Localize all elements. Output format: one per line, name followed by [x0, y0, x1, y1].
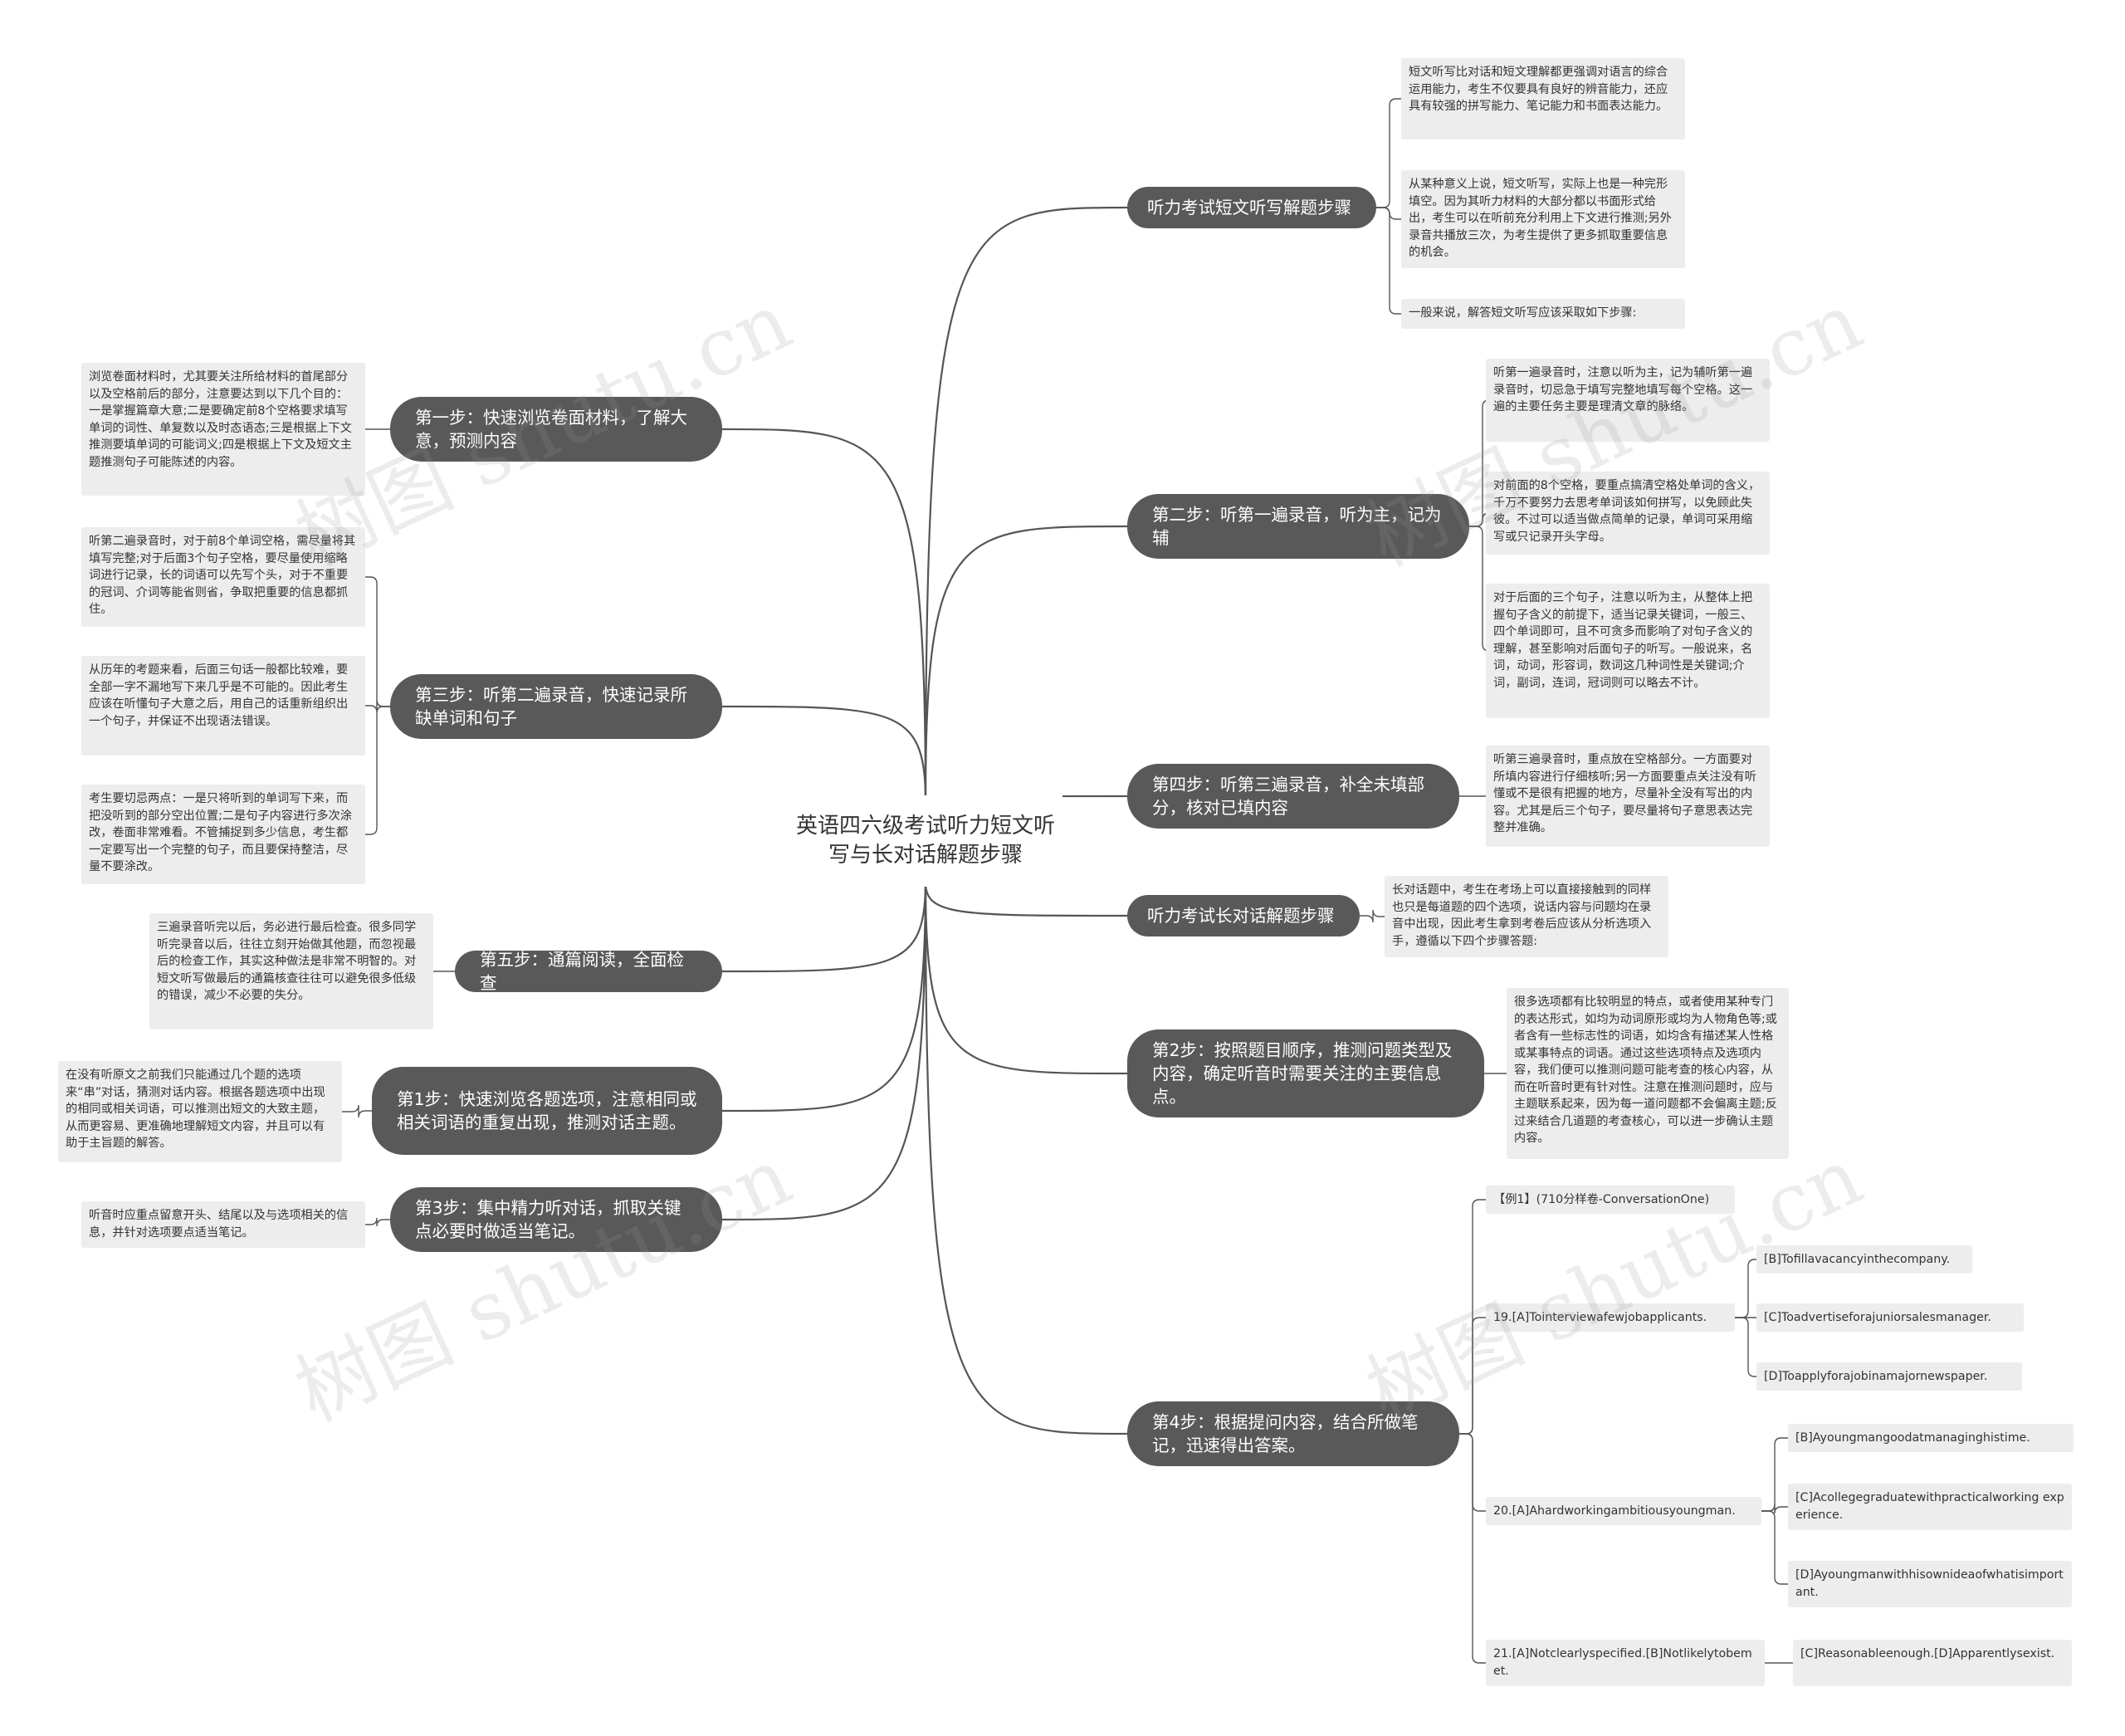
branch-label: 第三步：听第二遍录音，快速记录所缺单词和句子	[415, 685, 687, 728]
connector-line	[365, 706, 390, 835]
connector-line	[924, 882, 1128, 917]
connector-line	[1459, 1317, 1486, 1435]
note-step5-1: 三遍录音听完以后，务必进行最后检查。很多同学听完录音以后，往往立刻开始做其他题，…	[149, 913, 433, 1029]
connector-line	[1761, 1437, 1788, 1512]
connector-line	[342, 1104, 372, 1118]
connector-line	[1761, 1504, 1788, 1514]
connector-line	[1459, 1433, 1486, 1664]
note-dialog-step3-1: 听音时应重点留意开头、结尾以及与选项相关的信息，并针对选项要点适当笔记。	[81, 1201, 365, 1248]
note-short-passage-1: 短文听写比对话和短文理解都更强调对语言的综合运用能力，考生不仅要具有良好的辨音能…	[1401, 58, 1685, 139]
branch-step4[interactable]: 第四步：听第三遍录音，补全未填部分，核对已填内容	[1127, 764, 1459, 829]
branch-label: 听力考试短文听写解题步骤	[1147, 198, 1351, 218]
branch-label: 第1步：快速浏览各题选项，注意相同或相关词语的重复出现，推测对话主题。	[397, 1089, 697, 1132]
question-19-option: [C]Toadvertiseforajuniorsalesmanager.	[1756, 1303, 2024, 1332]
root-title: 英语四六级考试听力短文听写与长对话解题步骤	[795, 814, 1055, 868]
connector-line	[924, 525, 1128, 800]
branch-dialog-step2[interactable]: 第2步：按照题目顺序，推测问题类型及内容，确定听音时需要关注的主要信息点。	[1127, 1029, 1484, 1117]
connector-line	[924, 206, 1128, 800]
connector-line	[924, 882, 1128, 1075]
note-short-passage-3: 一般来说，解答短文听写应该采取如下步骤:	[1401, 299, 1685, 329]
question-20-option-a: 20.[A]Ahardworkingambitiousyoungman.	[1486, 1497, 1761, 1525]
question-20-option: [C]Acollegegraduatewithpracticalworking …	[1788, 1484, 2072, 1530]
note-step4-1: 听第三遍录音时，重点放在空格部分。一方面要对所填内容进行仔细核听;另一方面要重点…	[1486, 746, 1770, 847]
branch-dialog-step4[interactable]: 第4步：根据提问内容，结合所做笔记，迅速得出答案。	[1127, 1401, 1459, 1466]
question-21-option: [C]Reasonableenough.[D]Apparentlysexist.	[1793, 1640, 2072, 1686]
branch-label: 第4步：根据提问内容，结合所做笔记，迅速得出答案。	[1152, 1412, 1419, 1455]
branch-label: 第二步：听第一遍录音，听为主，记为辅	[1152, 505, 1442, 548]
connector-line	[924, 882, 1128, 1435]
connector-line	[1376, 98, 1401, 208]
question-19-option: [D]Toapplyforajobinamajornewspaper.	[1756, 1362, 2022, 1391]
connector-line	[1761, 1510, 1788, 1585]
branch-label: 第一步：快速浏览卷面材料，了解大意，预测内容	[415, 408, 687, 451]
note-dialog-step2-1: 很多选项都有比较明显的特点，或者使用某种专门的表达形式，如均为动词原形或均为人物…	[1507, 988, 1789, 1159]
note-short-passage-2: 从某种意义上说，短文听写，实际上也是一种完形填空。因为其听力材料的大部分都以书面…	[1401, 170, 1685, 268]
connector-line	[721, 428, 927, 800]
connector-line	[1735, 1317, 1756, 1377]
branch-label: 第2步：按照题目顺序，推测问题类型及内容，确定听音时需要关注的主要信息点。	[1152, 1040, 1453, 1107]
connector-line	[365, 1217, 390, 1227]
connector-line	[1360, 909, 1385, 923]
connector-line	[365, 576, 390, 707]
branch-long-dialog[interactable]: 听力考试长对话解题步骤	[1127, 895, 1360, 936]
note-step2-2: 对前面的8个空格，要重点搞清空格处单词的含义，千万不要努力去思考单词该如何拼写，…	[1486, 472, 1770, 555]
connector-line	[721, 882, 927, 1113]
branch-step2[interactable]: 第二步：听第一遍录音，听为主，记为辅	[1127, 494, 1469, 559]
question-21-option-ab: 21.[A]Notclearlyspecified.[B]Notlikelyto…	[1486, 1640, 1765, 1686]
connector-line	[365, 699, 390, 713]
question-19-option-a: 19.[A]Tointerviewafewjobapplicants.	[1486, 1303, 1735, 1332]
question-20-option: [B]Ayoungmangoodatmanaginghistime.	[1788, 1424, 2074, 1452]
connector-line	[721, 882, 927, 973]
question-20-option: [D]Ayoungmanwithhisownideaofwhatisimport…	[1788, 1561, 2072, 1607]
branch-step5[interactable]: 第五步：通篇阅读，全面检查	[455, 950, 722, 993]
connector-line	[1735, 1259, 1756, 1318]
connector-line	[721, 882, 927, 1221]
note-step2-1: 听第一遍录音时，注意以听为主，记为辅听第一遍录音时，切忌急于填写完整地填写每个空…	[1486, 359, 1770, 442]
note-step2-3: 对于后面的三个句子，注意以听为主，从整体上把握句子含义的前提下，适当记录关键词，…	[1486, 584, 1770, 718]
branch-dialog-step3[interactable]: 第3步：集中精力听对话，抓取关键点必要时做适当笔记。	[390, 1187, 722, 1252]
branch-step3[interactable]: 第三步：听第二遍录音，快速记录所缺单词和句子	[390, 674, 722, 739]
branch-dialog-step1[interactable]: 第1步：快速浏览各题选项，注意相同或相关词语的重复出现，推测对话主题。	[372, 1067, 722, 1155]
connector-line	[1376, 207, 1401, 315]
branch-label: 听力考试长对话解题步骤	[1147, 906, 1335, 926]
note-long-dialog-1: 长对话题中，考生在考场上可以直接接触到的同样也只是每道题的四个选项，说话内容与问…	[1385, 876, 1668, 957]
branch-label: 第五步：通篇阅读，全面检查	[480, 950, 684, 993]
note-dialog-step1-1: 在没有听原文之前我们只能通过几个题的选项来“串”对话，猜测对话内容。根据各题选项…	[58, 1061, 342, 1162]
note-step3-3: 考生要切忌两点：一是只将听到的单词写下来，而把没听到的部分空出位置;二是句子内容…	[81, 785, 365, 884]
branch-step1[interactable]: 第一步：快速浏览卷面材料，了解大意，预测内容	[390, 397, 722, 462]
note-example-header: 【例1】(710分样卷-ConversationOne)	[1486, 1186, 1735, 1214]
note-step1-1: 浏览卷面材料时，尤其要关注所给材料的首尾部分以及空格前后的部分，注意要达到以下几…	[81, 363, 365, 496]
note-step3-1: 听第二遍录音时，对于前8个单词空格，需尽量将其填写完整;对于后面3个句子空格，要…	[81, 527, 365, 627]
branch-short-passage[interactable]: 听力考试短文听写解题步骤	[1127, 187, 1376, 228]
connector-line	[721, 705, 927, 800]
branch-label: 第3步：集中精力听对话，抓取关键点必要时做适当笔记。	[415, 1198, 681, 1241]
branch-label: 第四步：听第三遍录音，补全未填部分，核对已填内容	[1152, 775, 1424, 818]
note-step3-2: 从历年的考题来看，后面三句话一般都比较难，要全部一字不漏地写下来几乎是不可能的。…	[81, 656, 365, 756]
question-19-option: [B]Tofillavacancyinthecompany.	[1756, 1245, 1972, 1274]
root-topic[interactable]: 英语四六级考试听力短文听写与长对话解题步骤	[789, 795, 1062, 887]
